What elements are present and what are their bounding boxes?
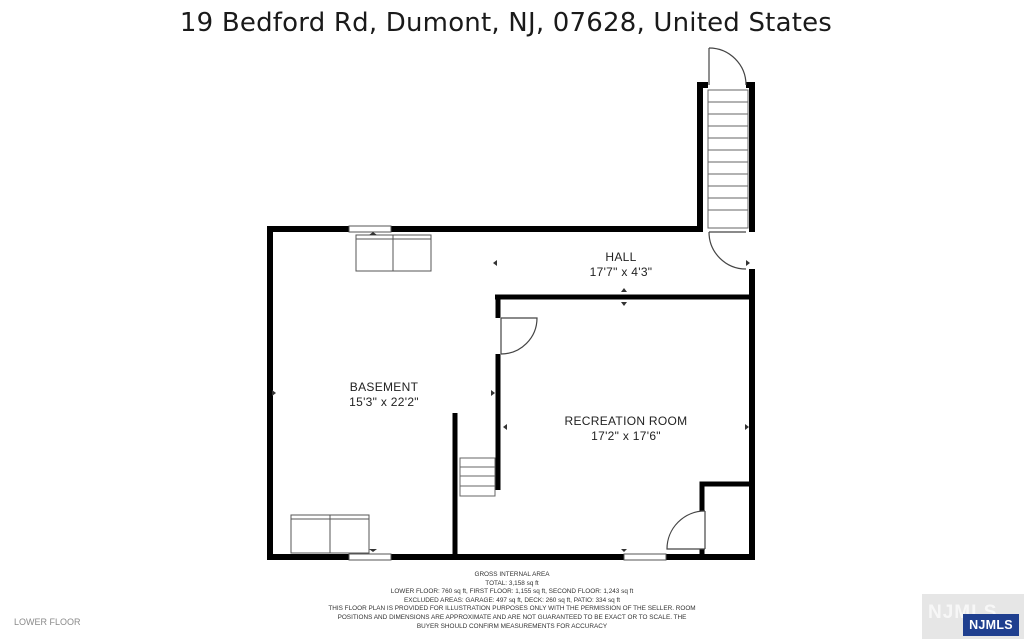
exterior-walls: [267, 82, 755, 560]
room-dimensions-basement: 15'3" x 22'2": [349, 395, 419, 409]
footer-line: LOWER FLOOR: 760 sq ft, FIRST FLOOR: 1,1…: [390, 588, 634, 596]
room-label-basement: BASEMENT 15'3" x 22'2": [324, 380, 444, 410]
room-dimensions-recreation: 17'2" x 17'6": [591, 429, 661, 443]
njmls-logo: NJMLS: [963, 614, 1019, 636]
fixtures: [290, 234, 432, 554]
room-dimensions-hall: 17'7" x 4'3": [589, 265, 653, 279]
stairs-east: [707, 89, 749, 229]
footer-line: THIS FLOOR PLAN IS PROVIDED FOR ILLUSTRA…: [328, 605, 696, 613]
stairs-basement: [459, 457, 496, 497]
footer-line: BUYER SHOULD CONFIRM MEASUREMENTS FOR AC…: [416, 622, 608, 630]
door-swing-top: [708, 47, 747, 86]
footer-line: EXCLUDED AREAS: GARAGE: 497 sq ft, DECK:…: [403, 596, 621, 604]
room-name-hall: HALL: [605, 250, 637, 264]
room-label-hall: HALL 17'7" x 4'3": [571, 250, 671, 280]
window-bottom-left: [348, 553, 392, 561]
door-gap-closet: [698, 511, 707, 549]
room-name-recreation: RECREATION ROOM: [564, 414, 688, 428]
footer-line: TOTAL: 3,158 sq ft: [485, 579, 539, 587]
door-swing-closet: [666, 510, 706, 550]
door-swing-hall: [708, 231, 747, 270]
window-bottom-right: [623, 553, 667, 561]
window-top: [348, 225, 392, 233]
room-label-recreation: RECREATION ROOM 17'2" x 17'6": [551, 414, 701, 444]
room-name-basement: BASEMENT: [349, 380, 419, 394]
area-disclaimer: GROSS INTERNAL AREA TOTAL: 3,158 sq ft L…: [262, 571, 762, 631]
door-swing-recreation: [500, 317, 538, 355]
door-gap-top: [708, 80, 746, 90]
closet-wall: [699, 481, 752, 557]
page-title: 19 Bedford Rd, Dumont, NJ, 07628, United…: [179, 8, 833, 38]
door-gap-recreation: [494, 318, 503, 354]
floor-name: LOWER FLOOR: [14, 617, 81, 627]
doors: [494, 47, 756, 550]
dimension-markers: [272, 232, 750, 552]
footer-line: GROSS INTERNAL AREA: [474, 571, 550, 578]
windows: [348, 225, 667, 561]
door-gap-east: [747, 232, 756, 269]
door-gap-hall: [708, 225, 746, 234]
footer-line: POSITIONS AND DIMENSIONS ARE APPROXIMATE…: [337, 613, 687, 621]
outer-wall: [267, 82, 755, 560]
